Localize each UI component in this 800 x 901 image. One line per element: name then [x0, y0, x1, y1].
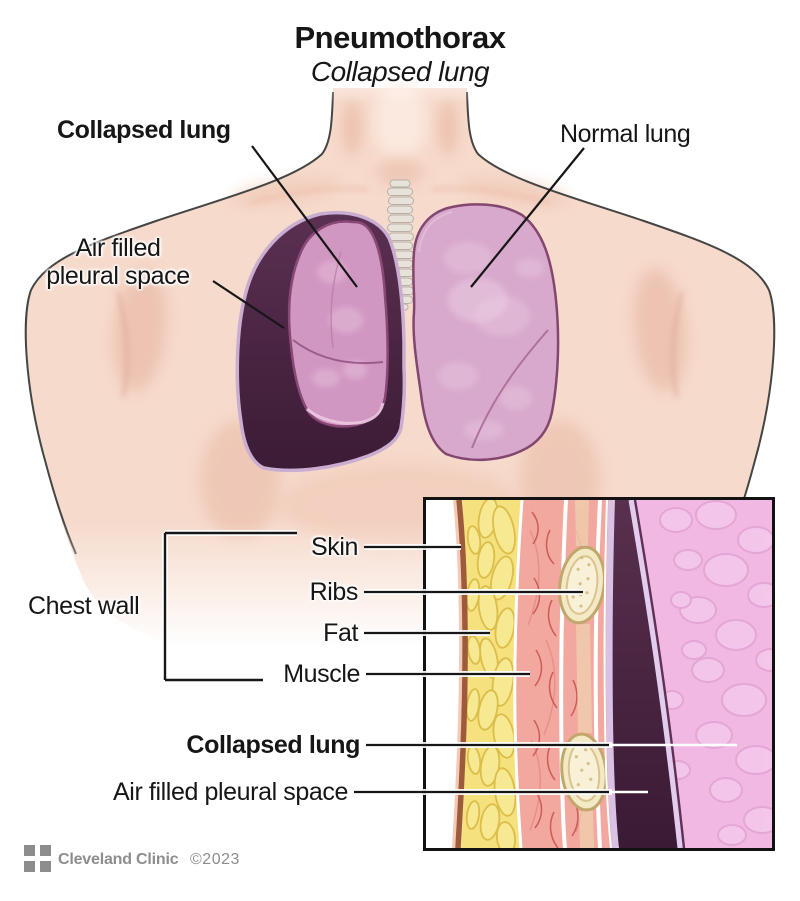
collapsed-lung-region	[628, 500, 772, 848]
rib-column	[575, 500, 594, 848]
footer-brand: Cleveland Clinic	[58, 851, 179, 868]
trachea	[387, 179, 414, 311]
skin-layer-line	[455, 500, 468, 848]
label-skin: Skin	[310, 533, 358, 561]
normal-lung-shape	[412, 203, 560, 462]
air-filled-pleural-space-region	[612, 500, 682, 848]
page-title: Pneumothorax	[294, 20, 506, 55]
label-normal-lung: Normal lung	[560, 120, 691, 148]
pleura-layer	[606, 500, 620, 848]
chest-wall-inset	[423, 497, 775, 851]
label-fat: Fat	[323, 619, 358, 647]
label-air-filled-pleural-space-inset: Air filled pleural space	[113, 778, 348, 806]
label-collapsed-lung: Collapsed lung	[57, 116, 231, 144]
label-muscle: Muscle	[283, 660, 360, 688]
epidermis-strip	[452, 500, 466, 848]
chest-wall-cross-section	[426, 500, 772, 848]
label-chest-wall: Chest wall	[28, 592, 140, 620]
label-ribs: Ribs	[309, 578, 359, 606]
label-air-filled-pleural-space: Air filled pleural space	[28, 234, 208, 290]
collapsed-lung-shape	[287, 220, 389, 428]
page-subtitle: Collapsed lung	[310, 56, 490, 87]
label-air-filled-line1: Air filled	[75, 234, 161, 262]
label-air-filled-line2: pleural space	[46, 262, 190, 290]
label-collapsed-lung-inset: Collapsed lung	[186, 731, 360, 759]
cleveland-clinic-logo-icon	[24, 845, 51, 872]
rib-upper	[558, 545, 606, 625]
footer-copyright: ©2023	[190, 851, 240, 868]
fascia-line-1	[559, 500, 568, 848]
